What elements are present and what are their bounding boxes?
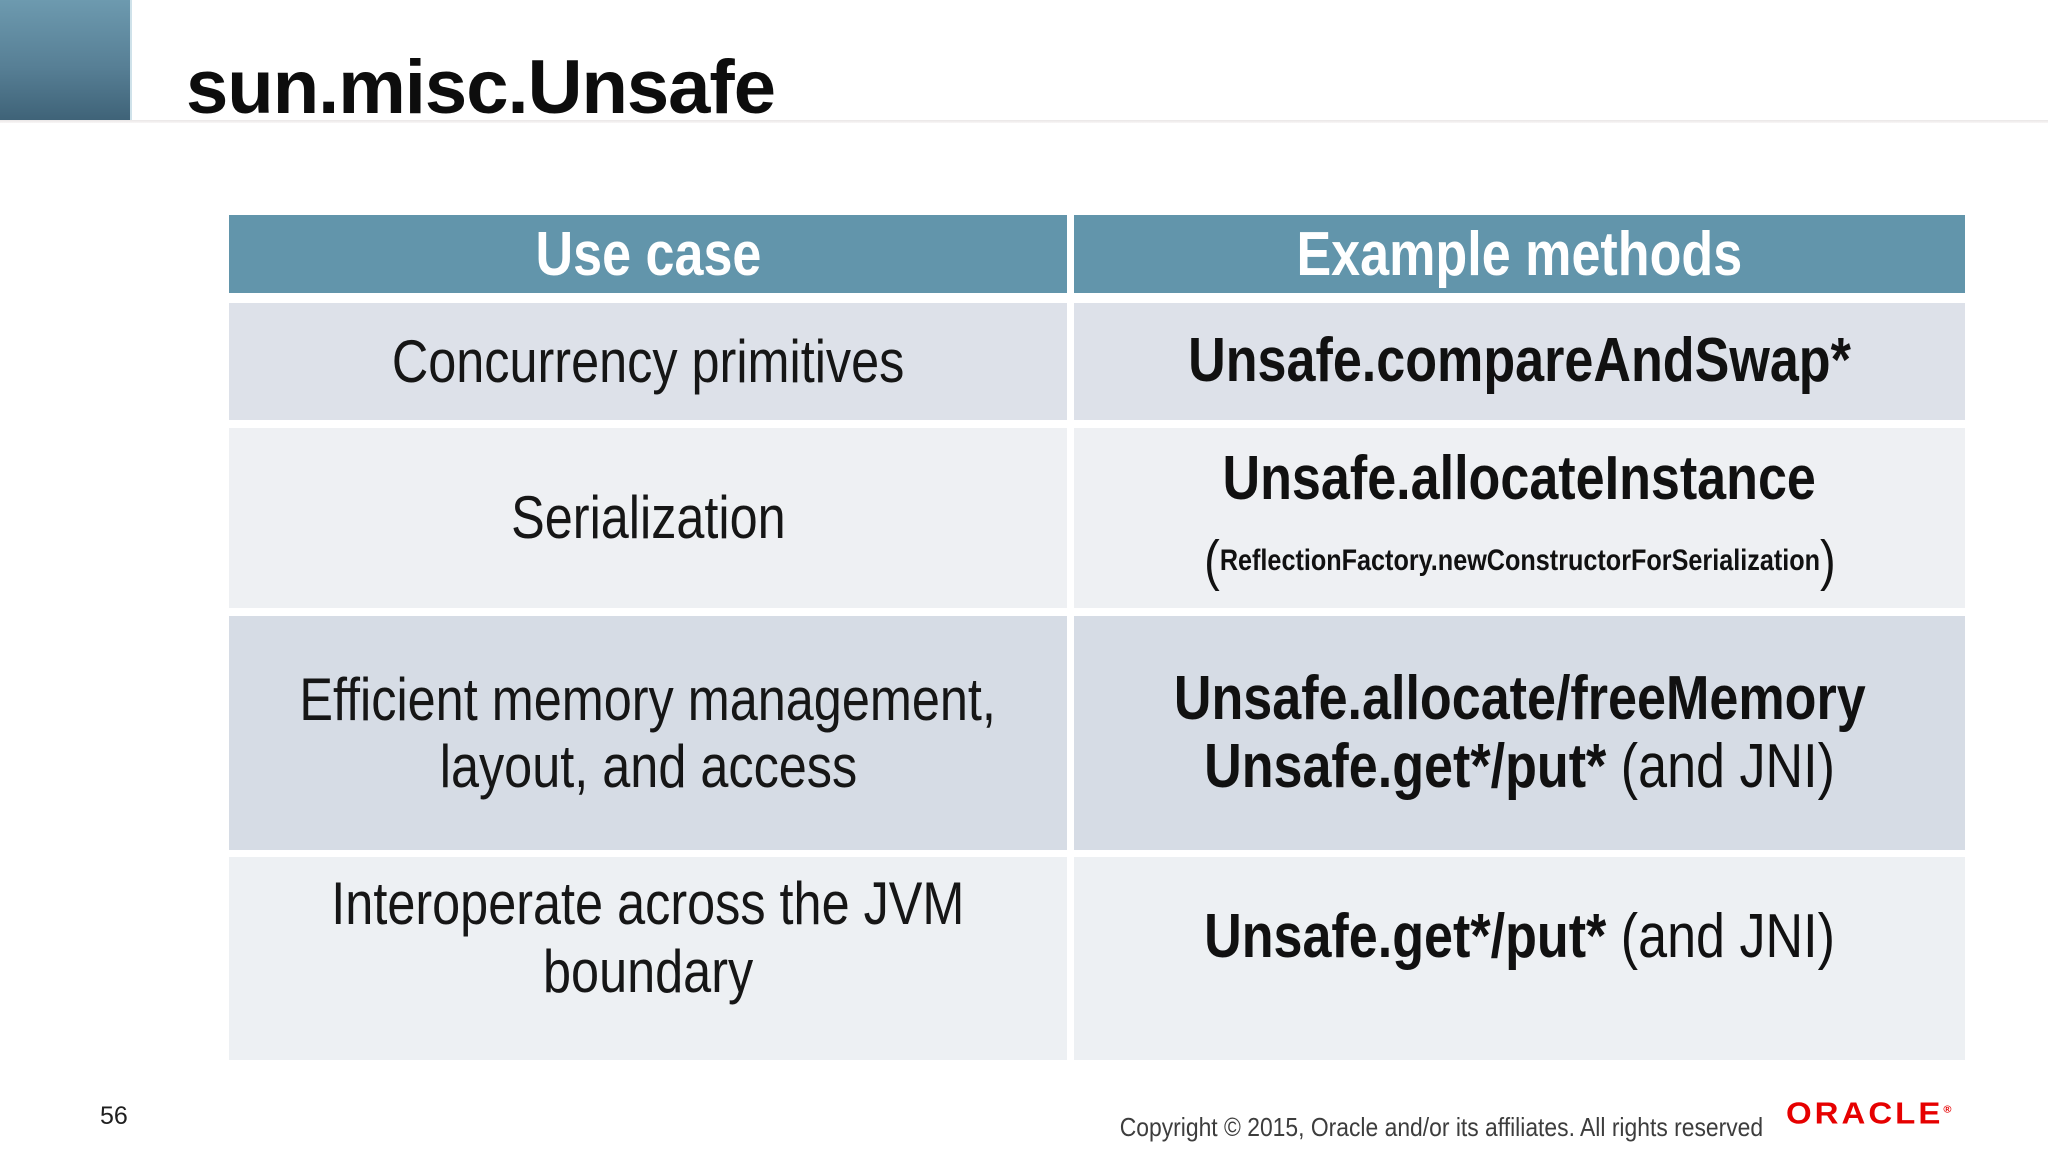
- method-line: Unsafe.compareAndSwap*: [1188, 327, 1851, 395]
- title-divider: [0, 120, 2048, 123]
- methods-cell-memory-management: Unsafe.allocate/freeMemory Unsafe.get*/p…: [1074, 616, 1965, 850]
- method-text-bold: Unsafe.allocateInstance: [1222, 443, 1817, 513]
- method-line: Unsafe.get*/put* (and JNI): [1204, 903, 1835, 971]
- method-sub-text: ReflectionFactory.newConstructorForSeria…: [1219, 544, 1820, 578]
- use-case-table: Use case Example methods Concurrency pri…: [229, 215, 1965, 1060]
- paren-close: ): [1819, 528, 1836, 592]
- oracle-logo: ORACLE®: [1786, 1096, 1951, 1131]
- method-text-regular: (and JNI): [1606, 732, 1835, 801]
- page-number: 56: [100, 1102, 128, 1130]
- use-case-text-line1: Interoperate across the JVM: [331, 870, 965, 938]
- paren-open: (: [1203, 528, 1220, 592]
- method-text-bold: Unsafe.allocate/freeMemory: [1173, 663, 1866, 733]
- table-row-concurrency: Concurrency primitives Unsafe.compareAnd…: [229, 303, 1965, 420]
- table-row-serialization: Serialization Unsafe.allocateInstance (R…: [229, 428, 1965, 608]
- use-case-cell-concurrency: Concurrency primitives: [229, 303, 1067, 420]
- corner-accent-block: [0, 0, 132, 122]
- method-line2: Unsafe.get*/put* (and JNI): [1204, 732, 1835, 801]
- slide-title: sun.misc.Unsafe: [186, 45, 776, 130]
- methods-cell-jvm-boundary: Unsafe.get*/put* (and JNI): [1074, 857, 1965, 1060]
- use-case-cell-jvm-boundary: Interoperate across the JVM boundary: [229, 857, 1067, 1060]
- copyright-text: Copyright © 2015, Oracle and/or its affi…: [1119, 1112, 1763, 1142]
- use-case-cell-memory-management: Efficient memory management, layout, and…: [229, 616, 1067, 850]
- method-text-bold: Unsafe.get*/put*: [1204, 902, 1607, 972]
- header-label-example-methods: Example methods: [1296, 219, 1743, 289]
- registered-trademark-icon: ®: [1943, 1104, 1952, 1116]
- use-case-text: Concurrency primitives: [391, 327, 905, 395]
- method-line: Unsafe.allocateInstance: [1222, 443, 1817, 513]
- use-case-text-line2: layout, and access: [439, 733, 857, 800]
- methods-cell-serialization: Unsafe.allocateInstance (ReflectionFacto…: [1074, 428, 1965, 608]
- use-case-text: Serialization: [510, 484, 786, 552]
- method-subline: (ReflectionFactory.newConstructorForSeri…: [1204, 523, 1836, 591]
- oracle-logo-text: ORACLE: [1786, 1096, 1944, 1131]
- method-text-bold: Unsafe.compareAndSwap*: [1188, 326, 1851, 396]
- methods-cell-concurrency: Unsafe.compareAndSwap*: [1074, 303, 1965, 420]
- method-line1: Unsafe.allocate/freeMemory: [1173, 663, 1866, 733]
- table-row-jvm-boundary: Interoperate across the JVM boundary Uns…: [229, 857, 1965, 1060]
- use-case-text-line1: Efficient memory management,: [299, 665, 997, 733]
- method-text-regular: (and JNI): [1606, 902, 1835, 972]
- table-row-memory-management: Efficient memory management, layout, and…: [229, 616, 1965, 850]
- method-text-bold2: Unsafe.get*/put*: [1204, 732, 1607, 801]
- table-header-row: Use case Example methods: [229, 215, 1965, 293]
- header-label-use-case: Use case: [535, 219, 761, 289]
- header-cell-example-methods: Example methods: [1074, 215, 1965, 293]
- header-cell-use-case: Use case: [229, 215, 1067, 293]
- use-case-cell-serialization: Serialization: [229, 428, 1067, 608]
- use-case-text-line2: boundary: [542, 937, 754, 1005]
